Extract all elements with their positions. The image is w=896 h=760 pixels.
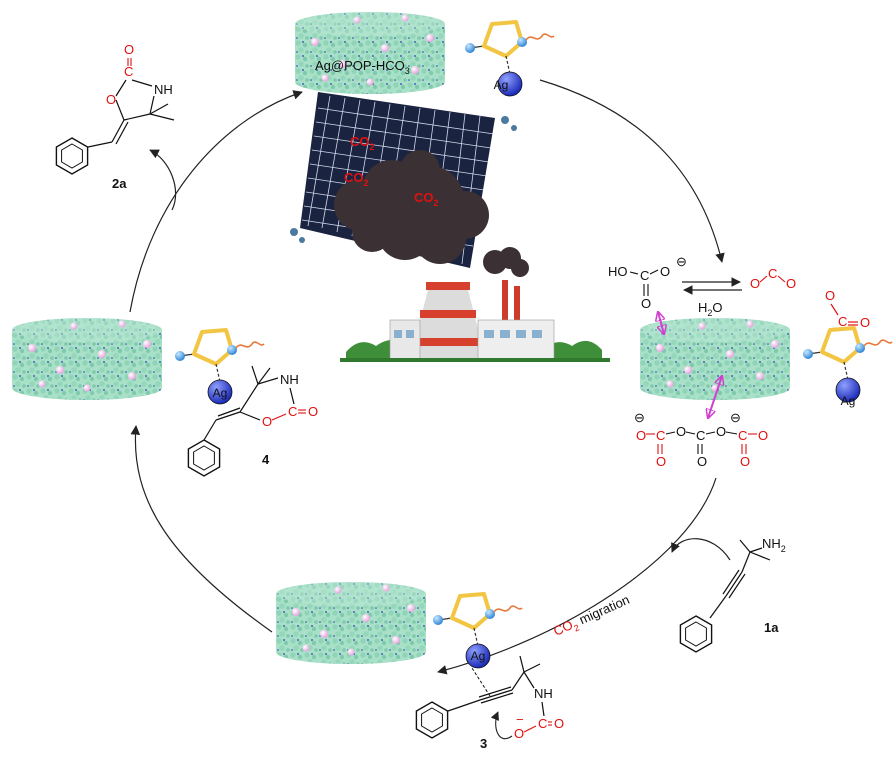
svg-text:O: O [308, 404, 318, 419]
svg-text:C: C [656, 428, 665, 443]
svg-text:O: O [636, 428, 646, 443]
svg-text:C: C [696, 428, 705, 443]
svg-text:NH: NH [534, 686, 553, 701]
intermediate-4: NH C O O 4 [187, 365, 318, 477]
cycle-arrow-bottom-left [130, 425, 273, 633]
svg-text:HO: HO [608, 264, 628, 279]
co2-label-3: CO2 [414, 190, 439, 208]
svg-text:NH: NH [154, 82, 173, 97]
svg-text:O: O [716, 424, 726, 439]
cycle-arrow-top-left [129, 90, 303, 313]
catalyst-right: Ag O C O [640, 288, 894, 418]
svg-text:O: O [697, 454, 707, 469]
bicarbonate-structure: HO C O ⊖ O [608, 254, 687, 311]
svg-text:Ag: Ag [213, 386, 228, 400]
svg-text:O: O [262, 414, 272, 429]
svg-text:C: C [640, 268, 649, 283]
co2-label-2: CO2 [344, 170, 369, 188]
svg-text:O: O [106, 92, 116, 107]
label-4: 4 [262, 452, 270, 467]
svg-text:⊖: ⊖ [676, 254, 687, 269]
bound-co2-o2: O [860, 315, 870, 330]
substrate-entry-arrow [671, 538, 731, 561]
co2-capture-illustration: CO2 CO2 CO2 [290, 92, 610, 362]
co2-migration-label: CO2 migration [551, 592, 633, 642]
svg-text:O: O [740, 454, 750, 469]
catalyst-top: Ag@POP-HCO3 Ag [295, 12, 556, 98]
svg-text:O: O [676, 424, 686, 439]
bound-co2-c: C [838, 314, 847, 329]
svg-text:NH: NH [280, 372, 299, 387]
svg-text:Ag: Ag [471, 649, 486, 663]
product-release-arrow [149, 149, 177, 211]
svg-text:C: C [738, 428, 747, 443]
svg-text:O: O [656, 454, 666, 469]
cycle-arrow-top-right [539, 79, 725, 263]
svg-text:O: O [641, 296, 651, 311]
svg-text:C: C [288, 404, 297, 419]
svg-text:C: C [538, 716, 547, 731]
svg-text:O: O [514, 726, 524, 741]
svg-text:⊖: ⊖ [634, 410, 645, 425]
label-3: 3 [480, 736, 487, 751]
svg-text:O: O [554, 716, 564, 731]
svg-text:O: O [750, 276, 760, 291]
svg-text:NH2: NH2 [762, 536, 786, 554]
svg-text:O: O [124, 42, 134, 57]
label-1a: 1a [764, 620, 779, 635]
product-2a: NH O C O 2a [55, 42, 175, 191]
cycle-arrow-bottom-right [437, 477, 717, 675]
svg-text:O: O [786, 276, 796, 291]
svg-text:C: C [768, 266, 777, 281]
substrate-1a: NH2 1a [679, 536, 786, 653]
ag-label-top: Ag [494, 78, 509, 92]
catalyst-bottom: Ag [276, 582, 524, 670]
svg-text:O: O [660, 264, 670, 279]
bound-co2-o1: O [825, 288, 835, 303]
ag-label-right: Ag [841, 394, 856, 408]
svg-text:⊖: ⊖ [730, 410, 741, 425]
co2-label-1: CO2 [350, 134, 375, 152]
label-2a: 2a [112, 176, 127, 191]
svg-text:C: C [124, 64, 133, 79]
catalyst-left: Ag [12, 318, 266, 406]
catalyst-label: Ag@POP-HCO3 [315, 58, 410, 76]
intermediate-3: NH C O O − 3 [415, 655, 564, 751]
svg-text:−: − [516, 712, 524, 727]
carbonate-chain: ⊖ ⊖ O C O C O C O O O O [634, 410, 768, 469]
free-co2: O C O [750, 266, 796, 291]
svg-text:O: O [758, 428, 768, 443]
water-label: H2O [698, 300, 723, 318]
